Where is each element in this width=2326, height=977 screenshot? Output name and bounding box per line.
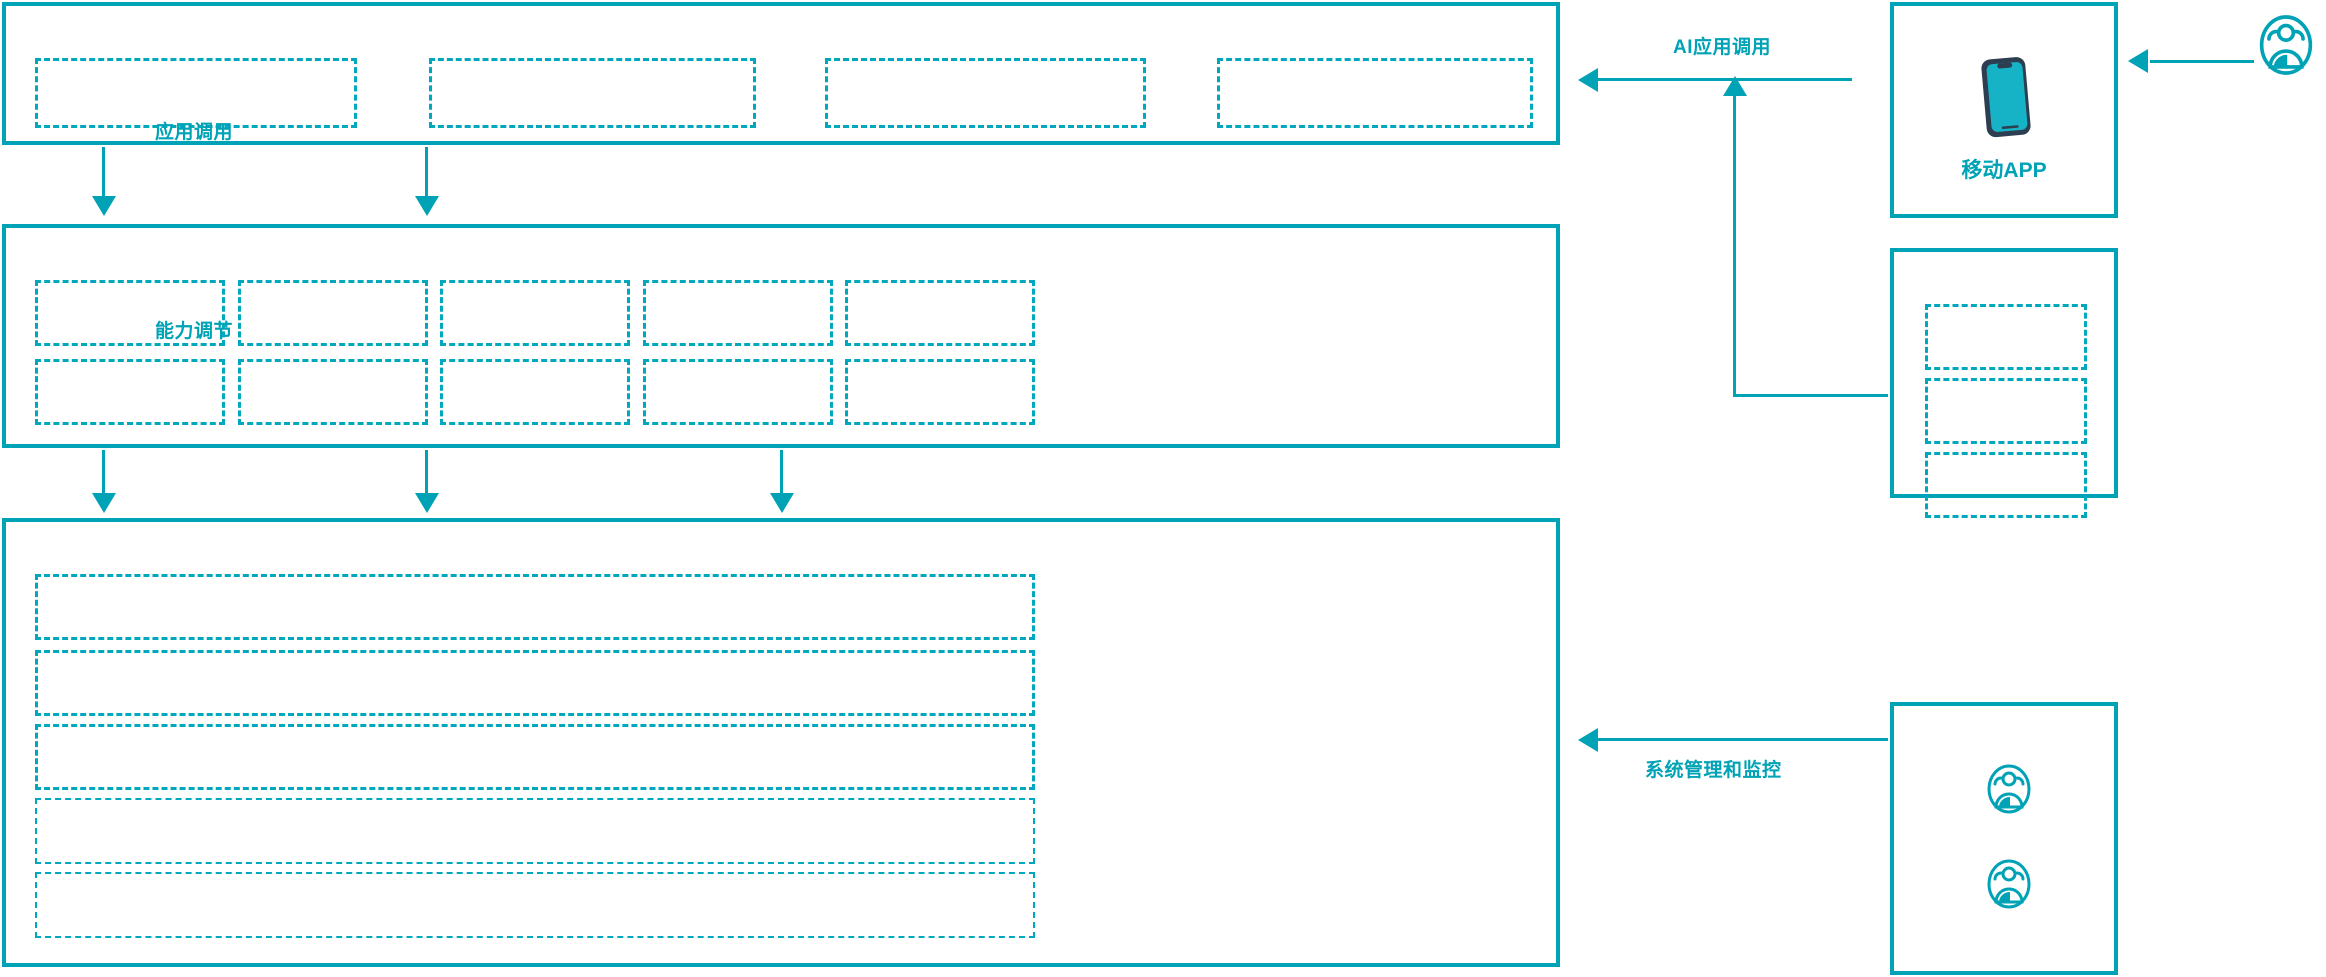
capability-slot-r1-c4[interactable]	[643, 280, 833, 346]
system-management-horizontal-line	[1596, 738, 1888, 741]
application-call-arrowhead-1	[92, 196, 116, 216]
application-call-connector-line-2	[425, 147, 428, 199]
infrastructure-row-3[interactable]	[35, 724, 1035, 790]
capability-adjust-connector-line-1	[102, 450, 105, 496]
application-layer-panel	[2, 2, 1560, 145]
mobile-app-caption: 移动APP	[1961, 159, 2047, 182]
infrastructure-layer-panel	[2, 518, 1560, 967]
ai-application-call-riser-line	[1733, 95, 1736, 397]
external-actor-users-group-icon	[2258, 13, 2314, 82]
capability-slot-r2-c2[interactable]	[238, 359, 428, 425]
secondary-panel-slot-3[interactable]	[1925, 452, 2087, 518]
application-call-connector-line-1	[102, 147, 105, 199]
external-actor-connector-line	[2150, 60, 2254, 63]
ai-application-call-riser-arrowhead	[1723, 76, 1747, 96]
application-call-label: 应用调用	[155, 122, 234, 143]
capability-adjust-arrowhead-1	[92, 493, 116, 513]
capability-slot-r1-c5[interactable]	[845, 280, 1035, 346]
capability-slot-r2-c1[interactable]	[35, 359, 225, 425]
capability-layer-panel	[2, 224, 1560, 448]
infrastructure-row-5[interactable]	[35, 872, 1035, 938]
capability-adjust-label: 能力调节	[155, 321, 234, 342]
system-management-label: 系统管理和监控	[1645, 760, 1782, 781]
secondary-panel-slot-1[interactable]	[1925, 304, 2087, 370]
capability-slot-r2-c4[interactable]	[643, 359, 833, 425]
mobile-phone-icon	[1976, 54, 2038, 145]
application-slot-4[interactable]	[1217, 58, 1533, 128]
capability-slot-r1-c3[interactable]	[440, 280, 630, 346]
application-call-arrowhead-2	[415, 196, 439, 216]
capability-adjust-connector-line-3	[780, 450, 783, 496]
capability-slot-r2-c3[interactable]	[440, 359, 630, 425]
mobile-app-panel: 移动APP	[1890, 2, 2118, 218]
application-slot-3[interactable]	[825, 58, 1146, 128]
application-slot-1[interactable]	[35, 58, 357, 128]
ai-application-call-riser-foot	[1733, 394, 1888, 397]
ai-application-call-arrowhead	[1578, 68, 1598, 92]
application-slot-2[interactable]	[429, 58, 756, 128]
capability-adjust-connector-line-2	[425, 450, 428, 496]
capability-slot-r1-c2[interactable]	[238, 280, 428, 346]
capability-slot-r1-c1[interactable]	[35, 280, 225, 346]
ai-application-call-label: AI应用调用	[1673, 37, 1772, 58]
users-group-icon	[1986, 763, 2032, 820]
secondary-panel-slot-2[interactable]	[1925, 378, 2087, 444]
users-operators-panel	[1890, 702, 2118, 975]
users-group-icon-secondary	[1986, 858, 2032, 915]
infrastructure-row-1[interactable]	[35, 574, 1035, 640]
capability-adjust-arrowhead-2	[415, 493, 439, 513]
capability-adjust-arrowhead-3	[770, 493, 794, 513]
infrastructure-row-2[interactable]	[35, 650, 1035, 716]
infrastructure-row-4[interactable]	[35, 798, 1035, 864]
external-actor-arrowhead	[2128, 49, 2148, 73]
system-management-arrowhead	[1578, 728, 1598, 752]
capability-slot-r2-c5[interactable]	[845, 359, 1035, 425]
secondary-right-panel	[1890, 248, 2118, 518]
